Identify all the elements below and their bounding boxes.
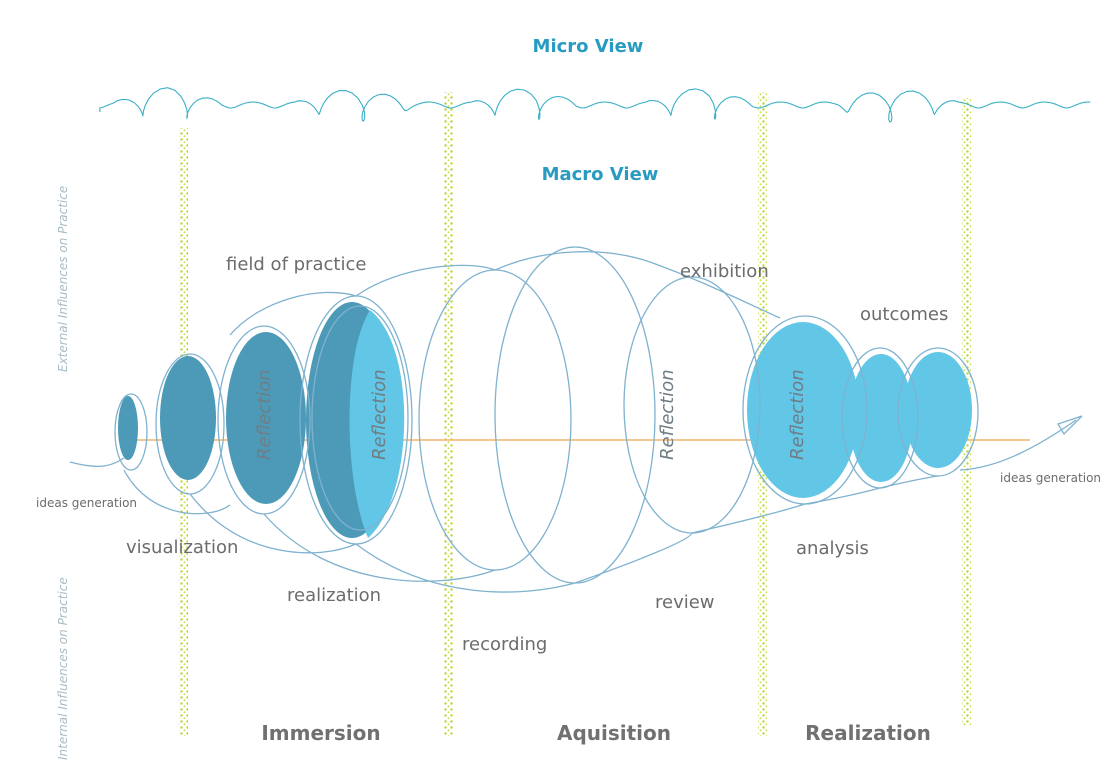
loop-fill-3 bbox=[226, 332, 306, 504]
exit-arrowhead bbox=[1057, 415, 1083, 436]
spiral-loops bbox=[114, 246, 979, 593]
reflection-label-2: Reflection bbox=[369, 369, 390, 460]
label-ideas-generation-start: ideas generation bbox=[36, 496, 137, 510]
loop-fill-1 bbox=[118, 396, 138, 460]
entry-curve bbox=[69, 457, 125, 468]
reflection-label-3: Reflection bbox=[657, 369, 678, 460]
label-outcomes: outcomes bbox=[860, 304, 948, 325]
loop-fill-5 bbox=[747, 322, 859, 498]
label-exhibition: exhibition bbox=[680, 261, 769, 282]
label-visualization: visualization bbox=[126, 537, 238, 558]
reflection-label-1: Reflection bbox=[254, 369, 275, 460]
stage-label-immersion: Immersion bbox=[261, 721, 380, 745]
exit-curve bbox=[959, 419, 1077, 471]
loop-fill-7 bbox=[904, 352, 972, 468]
loop-fill-6 bbox=[849, 354, 913, 482]
label-ideas-generation-end: ideas generation bbox=[1000, 471, 1101, 485]
loop-fill-4-bright bbox=[349, 310, 405, 538]
label-analysis: analysis bbox=[796, 538, 869, 559]
macro-view-title: Macro View bbox=[542, 164, 659, 185]
reflection-label-4: Reflection bbox=[787, 369, 808, 460]
label-realization: realization bbox=[287, 585, 381, 606]
external-influences-label: External Influences on Practice bbox=[56, 186, 70, 372]
stage-label-aquisition: Aquisition bbox=[557, 721, 671, 745]
internal-influences-label: Internal Influences on Practice bbox=[56, 577, 70, 760]
label-field-of-practice: field of practice bbox=[226, 254, 366, 275]
loop-fill-2 bbox=[160, 356, 216, 480]
stage-label-realization: Realization bbox=[805, 721, 931, 745]
label-review: review bbox=[655, 592, 715, 613]
label-recording: recording bbox=[462, 634, 547, 655]
micro-view-title: Micro View bbox=[533, 36, 644, 57]
micro-view-coil bbox=[99, 87, 1091, 123]
divider-2 bbox=[444, 92, 453, 736]
